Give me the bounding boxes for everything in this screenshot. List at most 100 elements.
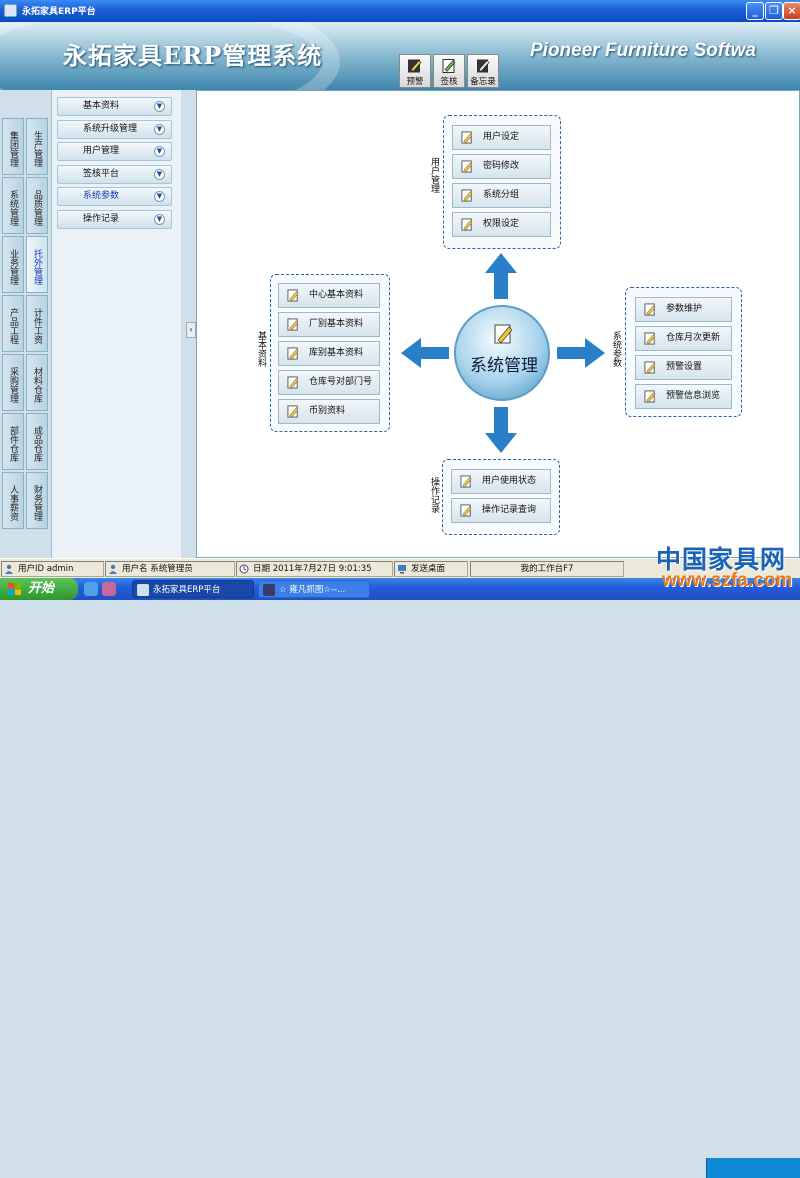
tab-parts-warehouse[interactable]: 部件仓库 xyxy=(2,413,24,470)
edit-icon xyxy=(460,475,472,488)
system-grouping-button[interactable]: 系统分组 xyxy=(452,183,551,208)
system-mgmt-hub[interactable]: 系统管理 xyxy=(454,305,550,401)
edit-icon xyxy=(460,504,472,517)
tab-system-mgmt[interactable]: 系统管理 xyxy=(2,177,24,234)
ie-icon[interactable] xyxy=(84,582,98,596)
task-capture[interactable]: ☆ 雍凡抓图☆--... xyxy=(258,580,370,598)
chevron-down-icon: ▼ xyxy=(154,146,165,157)
system-params-group: 参数维护 仓库月次更新 预警设置 预警信息浏览 xyxy=(625,287,742,417)
submenu-operation-log[interactable]: 操作记录▼ xyxy=(57,210,172,229)
tab-piece-wage[interactable]: 计件工资 xyxy=(26,295,48,352)
operation-log-query-button[interactable]: 操作记录查询 xyxy=(451,498,551,523)
edit-icon xyxy=(644,332,656,345)
edit-icon xyxy=(644,303,656,316)
alert-pen-icon xyxy=(408,59,422,73)
submenu-label: 基本资料 xyxy=(83,101,120,111)
tab-purchase-mgmt[interactable]: 采购管理 xyxy=(2,354,24,411)
minimize-button[interactable]: _ xyxy=(746,2,764,20)
currency-data-button[interactable]: 币别资料 xyxy=(278,399,380,424)
main-content: 用户管理 用户设定 密码修改 系统分组 权限设定 基本资料 中心基本资料 厂别基… xyxy=(196,90,800,558)
status-date: 日期 2011年7月27日 9:01:35 xyxy=(236,561,393,577)
submenu-system-upgrade[interactable]: 系统升级管理 ▼ xyxy=(57,120,172,139)
button-label: 仓库号对部门号 xyxy=(309,377,373,387)
submenu-basic-data[interactable]: 基本资料 ▼ xyxy=(57,97,172,116)
button-label: 操作记录查询 xyxy=(482,505,537,515)
warehouse-basic-data-button[interactable]: 库别基本资料 xyxy=(278,341,380,366)
quicklaunch-icon[interactable] xyxy=(102,582,116,596)
alert-info-browse-button[interactable]: 预警信息浏览 xyxy=(635,384,732,409)
chevron-down-icon: ▼ xyxy=(154,191,165,202)
tab-quality-mgmt[interactable]: 品质管理 xyxy=(26,177,48,234)
group-label-operation-log: 操作记录 xyxy=(429,477,439,513)
system-tray xyxy=(706,1158,800,1178)
submenu-label: 系统升级管理 xyxy=(83,124,138,134)
submenu-sign-platform[interactable]: 签核平台▼ xyxy=(57,165,172,184)
submenu-label: 操作记录 xyxy=(83,214,120,224)
button-label: 参数维护 xyxy=(666,304,703,314)
clock-icon xyxy=(239,564,249,574)
tab-hr-payroll[interactable]: 人事薪资 xyxy=(2,472,24,529)
submenu-system-params[interactable]: 系统参数 ▼ xyxy=(57,187,172,206)
submenu-label: 系统参数 xyxy=(83,191,120,201)
warehouse-dept-mapping-button[interactable]: 仓库号对部门号 xyxy=(278,370,380,395)
alert-button[interactable]: 预警 xyxy=(399,54,431,88)
collapse-panel-button[interactable]: ‹ xyxy=(186,322,196,338)
change-password-button[interactable]: 密码修改 xyxy=(452,154,551,179)
desktop-icon xyxy=(398,565,406,574)
chevron-down-icon: ▼ xyxy=(154,101,165,112)
watermark-title: 中国家具网 xyxy=(656,545,787,574)
tab-production-mgmt[interactable]: 生产管理 xyxy=(26,118,48,175)
operation-log-group: 用户使用状态 操作记录查询 xyxy=(442,459,560,535)
user-usage-status-button[interactable]: 用户使用状态 xyxy=(451,469,551,494)
tab-material-warehouse[interactable]: 材料仓库 xyxy=(26,354,48,411)
edit-icon xyxy=(287,289,299,302)
button-label: 系统分组 xyxy=(483,190,520,200)
button-label: 预警设置 xyxy=(666,362,703,372)
submenu-label: 用户管理 xyxy=(83,146,120,156)
tab-finance-mgmt[interactable]: 财务管理 xyxy=(26,472,48,529)
chevron-down-icon: ▼ xyxy=(154,124,165,135)
memo-button[interactable]: 备忘录 xyxy=(467,54,499,88)
button-label: 密码修改 xyxy=(483,161,520,171)
group-label-basic-data: 基本资料 xyxy=(256,331,266,367)
submenu-panel: 基本资料▼ 系统升级管理▼ 用户管理▼ 签核平台▼ 系统参数▼ 操作记录▼ xyxy=(51,90,181,558)
edit-icon xyxy=(461,131,473,144)
status-text: 用户ID admin xyxy=(18,564,74,574)
param-maintenance-button[interactable]: 参数维护 xyxy=(635,297,732,322)
close-button[interactable]: × xyxy=(783,2,800,20)
permission-settings-button[interactable]: 权限设定 xyxy=(452,212,551,237)
task-erp[interactable]: 永拓家具ERP平台 xyxy=(132,580,254,598)
tab-business-mgmt[interactable]: 业务管理 xyxy=(2,236,24,293)
start-label: 开始 xyxy=(28,581,55,596)
arrow-down-icon xyxy=(485,407,517,453)
factory-basic-data-button[interactable]: 厂别基本资料 xyxy=(278,312,380,337)
app-title: 永拓家具ERP管理系统 xyxy=(63,41,323,70)
alert-label: 预警 xyxy=(406,77,424,87)
maximize-button[interactable]: ❐ xyxy=(765,2,783,20)
edit-icon xyxy=(287,347,299,360)
warehouse-monthly-update-button[interactable]: 仓库月次更新 xyxy=(635,326,732,351)
start-button[interactable]: 开始 xyxy=(0,578,78,600)
sign-pen-icon xyxy=(442,59,456,73)
my-workbench-button[interactable]: 我的工作台F7 xyxy=(470,561,624,577)
button-label: 用户使用状态 xyxy=(482,476,537,486)
chevron-down-icon: ▼ xyxy=(154,169,165,180)
submenu-user-mgmt[interactable]: 用户管理 ▼ xyxy=(57,142,172,161)
tab-group-mgmt[interactable]: 集团管理 xyxy=(2,118,24,175)
tab-outsource-mgmt[interactable]: 托外管理 xyxy=(26,236,48,293)
center-basic-data-button[interactable]: 中心基本资料 xyxy=(278,283,380,308)
app-title-english: Pioneer Furniture Softwa xyxy=(530,40,756,61)
user-icon xyxy=(5,564,13,574)
status-bar: 用户ID admin 用户名 系统管理员 日期 2011年7月27日 9:01:… xyxy=(0,558,800,578)
edit-icon xyxy=(461,160,473,173)
send-to-desktop-button[interactable]: 发送桌面 xyxy=(394,561,468,577)
user-settings-button[interactable]: 用户设定 xyxy=(452,125,551,150)
capture-icon xyxy=(263,584,275,596)
tab-product-eng[interactable]: 产品工程 xyxy=(2,295,24,352)
sign-button[interactable]: 签核 xyxy=(433,54,465,88)
watermark-url: www.szfa.com xyxy=(662,570,793,591)
task-label: ☆ 雍凡抓图☆--... xyxy=(279,585,346,595)
sign-label: 签核 xyxy=(440,77,458,87)
tab-finished-warehouse[interactable]: 成品仓库 xyxy=(26,413,48,470)
alert-settings-button[interactable]: 预警设置 xyxy=(635,355,732,380)
